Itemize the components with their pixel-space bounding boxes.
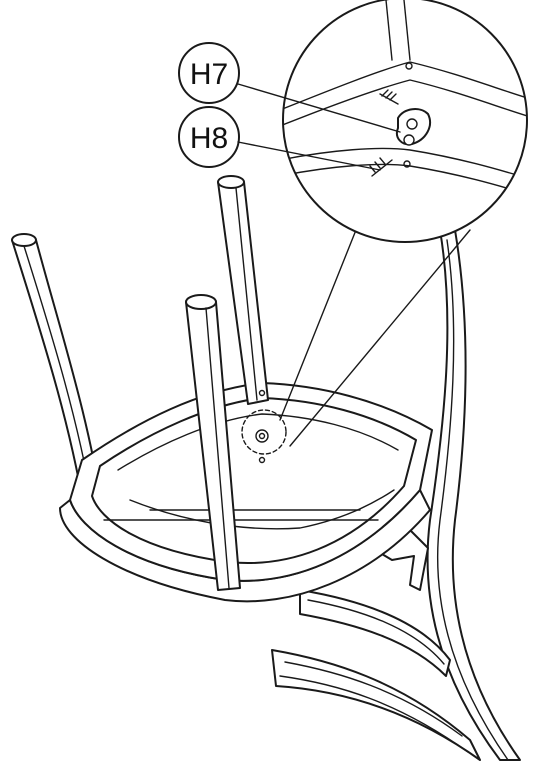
seat-frame bbox=[59, 382, 433, 603]
callout-label-h8: H8 bbox=[190, 122, 228, 155]
callout-h8: H8 bbox=[178, 106, 381, 171]
zoom-line-2 bbox=[289, 229, 471, 447]
front-leg-back bbox=[217, 175, 269, 405]
backrest-leg bbox=[426, 229, 521, 761]
corner-bracket bbox=[241, 389, 287, 464]
leader-line bbox=[237, 141, 381, 171]
front-leg-front bbox=[185, 294, 241, 591]
callout-bubble bbox=[178, 106, 240, 168]
zoom-line-1 bbox=[279, 219, 361, 421]
callout-bubble bbox=[178, 42, 240, 104]
screw-icon bbox=[379, 89, 399, 105]
detail-magnifier bbox=[282, 0, 528, 243]
callout-label-h7: H7 bbox=[190, 58, 228, 91]
callout-h7: H7 bbox=[178, 42, 401, 133]
leader-line bbox=[237, 83, 401, 133]
backrest-panel bbox=[271, 589, 481, 761]
chair-illustration bbox=[11, 175, 521, 761]
